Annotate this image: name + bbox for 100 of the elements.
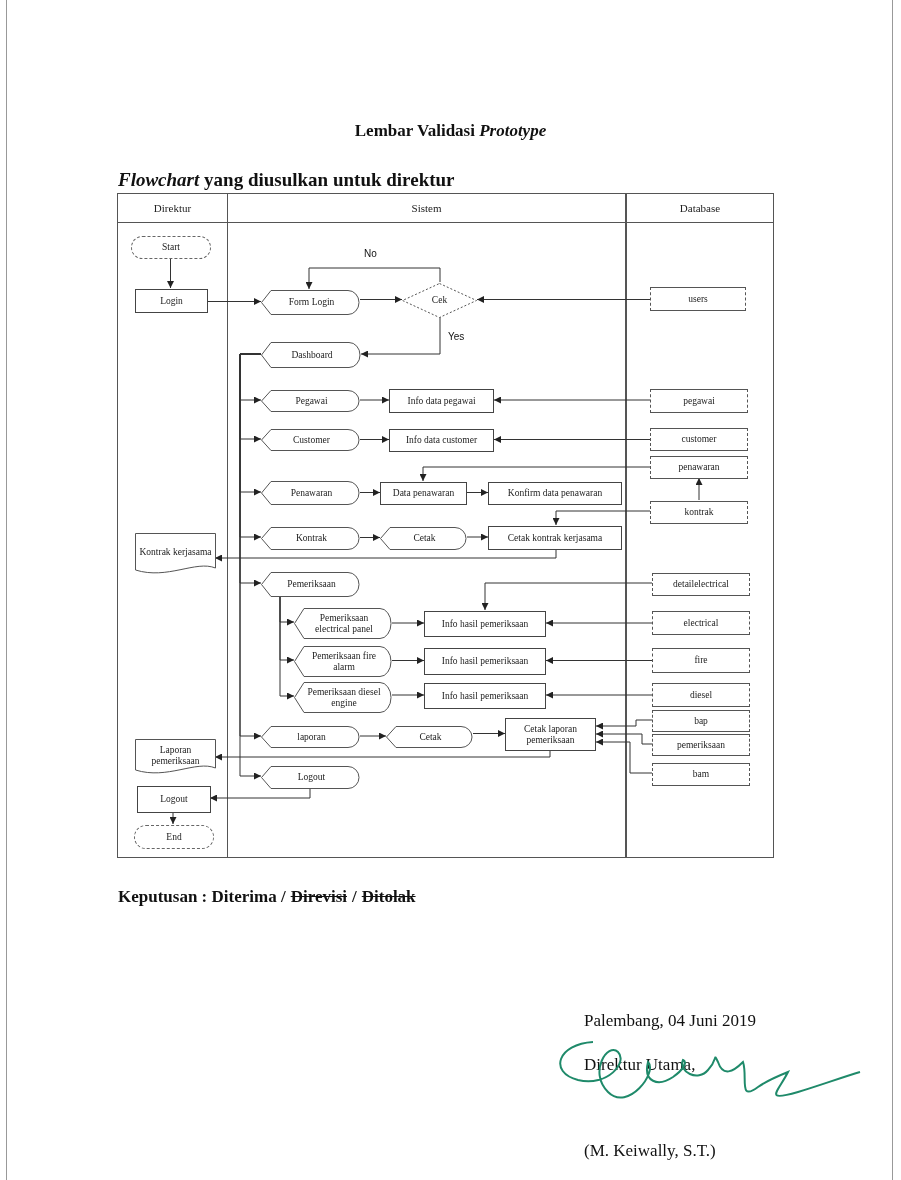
node-label: Logout xyxy=(296,772,327,783)
node-label: Data penawaran xyxy=(391,488,456,499)
connector-arrow xyxy=(359,296,403,303)
display-shape xyxy=(261,726,360,748)
node-label: Pemeriksaan fire alarm xyxy=(310,651,378,672)
connector-arrow xyxy=(359,534,381,541)
connector-arrow xyxy=(476,296,651,303)
node-label: Pegawai xyxy=(294,395,329,407)
node-label: Cetak laporan pemeriksaan xyxy=(523,724,578,745)
lane-header: Database xyxy=(679,200,721,216)
node-label: Info hasil pemeriksaan xyxy=(440,656,530,667)
display-shape xyxy=(294,646,392,677)
node-label: pemeriksaan xyxy=(676,739,726,751)
connector-arrow xyxy=(419,466,651,482)
node-label: Customer xyxy=(292,434,331,446)
terminal-shape xyxy=(131,236,211,259)
data-store xyxy=(652,573,750,596)
data-store xyxy=(650,428,748,451)
data-store xyxy=(652,648,750,673)
node-label: penawaran xyxy=(677,462,721,473)
node-label: Pemeriksaan diesel engine xyxy=(306,687,382,708)
display-shape xyxy=(261,429,360,451)
connector-arrow xyxy=(595,719,653,730)
node-label: pegawai xyxy=(682,395,716,407)
node-label: Form Login xyxy=(287,297,336,308)
node-label: Info hasil pemeriksaan xyxy=(440,618,530,630)
node-label: Cetak xyxy=(412,533,437,544)
node-label: Info data pegawai xyxy=(406,395,477,407)
node-label: Info hasil pemeriksaan xyxy=(440,690,530,702)
node-label: diesel xyxy=(688,689,714,701)
connector-arrow xyxy=(360,316,441,358)
connector-arrow xyxy=(206,298,262,305)
display-shape xyxy=(261,766,360,789)
decision-text: Keputusan : Diterima / xyxy=(118,886,286,908)
node-label: fire xyxy=(693,655,709,666)
connector-arrow xyxy=(493,436,651,443)
connector-arrow xyxy=(466,533,489,541)
node-label: Penawaran xyxy=(289,487,334,499)
struck-option: Direvisi xyxy=(290,884,347,910)
struck-option: Ditolak xyxy=(361,884,416,910)
connector-arrow xyxy=(391,691,425,699)
display-shape xyxy=(386,726,473,748)
swimlane xyxy=(626,193,774,858)
page-title: Lembar Validasi Prototype xyxy=(354,120,547,142)
node-label: customer xyxy=(680,434,718,445)
node-label: Kontrak kerjasama xyxy=(138,547,213,558)
connector-arrow xyxy=(493,396,651,404)
connector-arrow xyxy=(359,436,390,443)
process-box xyxy=(135,289,208,313)
node-label: bam xyxy=(691,769,711,780)
connector-arrow xyxy=(595,730,653,745)
data-store xyxy=(650,287,746,311)
connector-arrow xyxy=(279,595,295,700)
place-date: Palembang, 04 Juni 2019 xyxy=(584,1010,756,1032)
connector-arrow xyxy=(695,477,703,501)
display-shape xyxy=(261,572,360,597)
connector-arrow xyxy=(545,691,653,699)
node-label: Cek xyxy=(430,295,449,306)
decision-diamond xyxy=(402,283,477,318)
node-label: laporan xyxy=(296,731,327,743)
connector-arrow xyxy=(214,548,557,562)
connector-arrow xyxy=(472,730,506,737)
display-shape xyxy=(380,527,467,550)
connector-arrow xyxy=(169,811,177,825)
data-store xyxy=(650,501,748,524)
connector-arrow xyxy=(595,738,653,774)
decision-text: / xyxy=(352,886,357,908)
process-box xyxy=(424,683,546,709)
data-store xyxy=(652,683,750,707)
node-label: bap xyxy=(693,715,709,727)
node-label: Start xyxy=(161,242,181,253)
connector-arrow xyxy=(545,619,653,627)
process-box xyxy=(380,482,467,505)
process-box xyxy=(505,718,596,751)
node-label: Laporan pemeriksaan xyxy=(150,745,201,766)
node-label: Cetak xyxy=(418,731,443,743)
node-label: Cetak kontrak kerjasama xyxy=(506,532,604,544)
connector-arrow xyxy=(359,732,387,740)
swimlane xyxy=(117,193,228,858)
edge-label: No xyxy=(362,249,379,259)
terminal-shape xyxy=(134,825,214,849)
node-label: kontrak xyxy=(683,507,715,518)
connector-arrow xyxy=(359,489,381,496)
node-label: users xyxy=(687,293,709,305)
connector-arrow xyxy=(209,787,311,802)
node-label: Pemeriksaan xyxy=(286,579,337,590)
connector-arrow xyxy=(305,267,441,290)
data-store xyxy=(650,456,748,479)
connector-arrow xyxy=(552,510,651,526)
edge-label: Yes xyxy=(446,332,467,342)
lane-header: Sistem xyxy=(411,200,442,216)
data-store xyxy=(652,734,750,756)
display-shape xyxy=(261,481,360,505)
display-shape xyxy=(261,290,360,315)
lane-header: Direktur xyxy=(153,200,192,216)
node-label: Konfirm data penawaran xyxy=(506,488,604,499)
process-box xyxy=(389,429,494,452)
node-label: Logout xyxy=(159,794,189,805)
display-shape xyxy=(261,527,360,550)
display-shape xyxy=(294,682,392,713)
